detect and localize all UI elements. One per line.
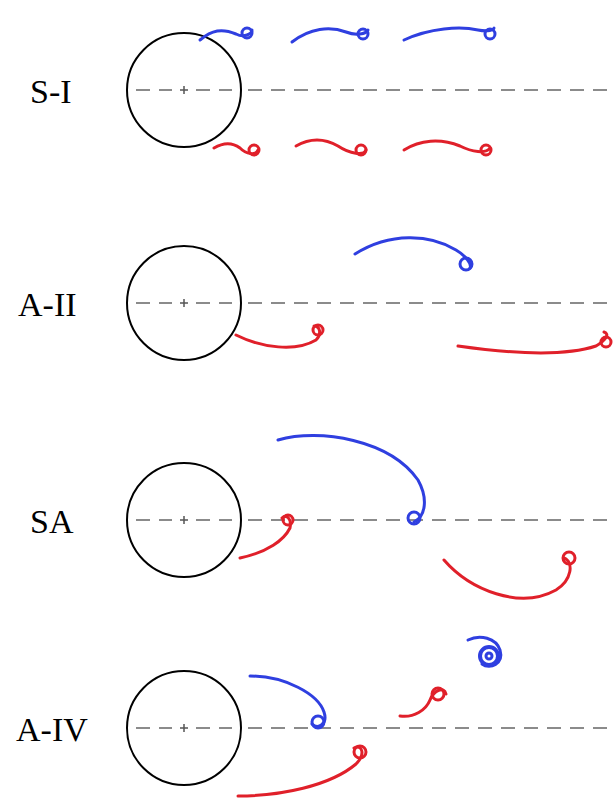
centre-line <box>136 519 616 521</box>
mode-label: SA <box>30 505 73 539</box>
mode-label: A-II <box>18 288 77 322</box>
vortex-blue <box>355 238 472 270</box>
centre-cross <box>180 86 188 94</box>
vortex-blue <box>200 28 495 42</box>
centre-line <box>136 727 616 729</box>
cylinders <box>127 33 241 785</box>
centre-cross <box>180 299 188 307</box>
vortex-red <box>214 140 491 155</box>
centre-line <box>136 89 616 91</box>
vortex-red <box>240 515 575 598</box>
centre-cross <box>180 516 188 524</box>
vortex-red <box>238 688 446 796</box>
centre-lines <box>136 90 616 728</box>
vortex-red <box>236 325 611 353</box>
centre-line <box>136 302 616 304</box>
mode-label: S-I <box>30 75 72 109</box>
centre-cross <box>180 724 188 732</box>
mode-label: A-IV <box>16 713 88 747</box>
vortex-blue <box>250 637 501 728</box>
centre-marks <box>180 86 188 732</box>
vortex-blue <box>278 436 424 524</box>
